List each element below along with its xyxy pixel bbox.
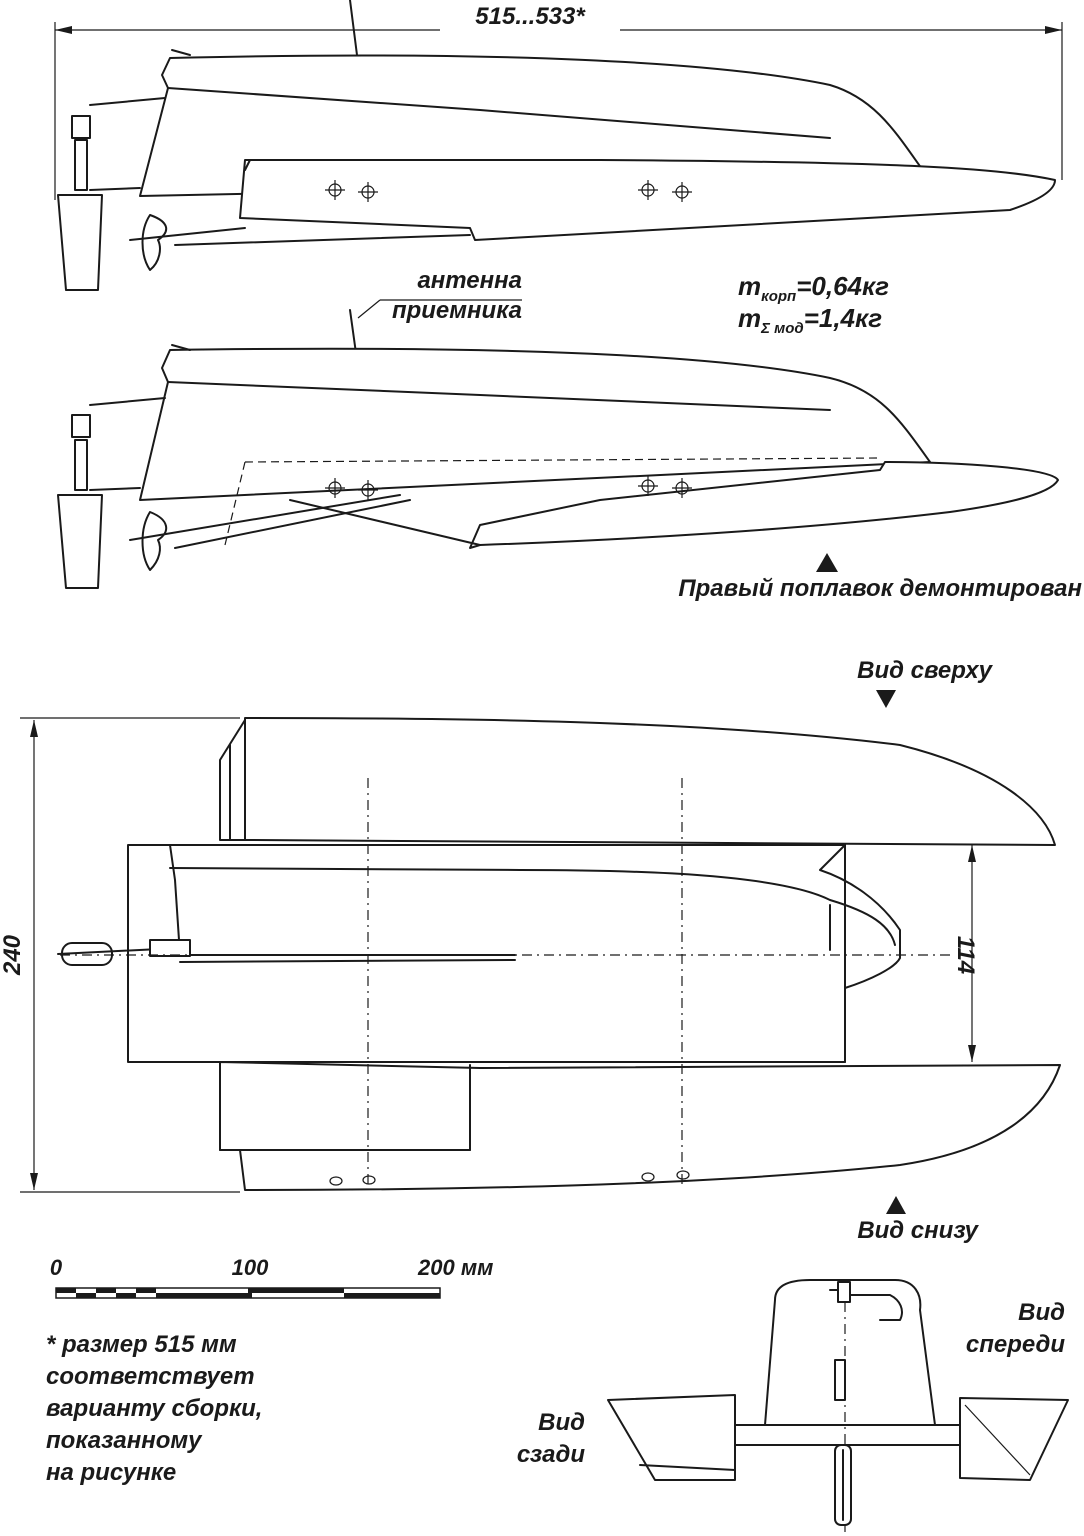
bottom-view-marker — [886, 1196, 906, 1214]
float-removed-marker — [816, 553, 838, 572]
rudder — [57, 194, 103, 291]
rear-view-label-1: Вид — [538, 1409, 585, 1436]
scale-100: 100 — [232, 1255, 269, 1280]
antenna-label-2: приемника — [392, 297, 522, 324]
bottom-view-label: Вид снизу — [857, 1217, 979, 1244]
mount-marks — [325, 180, 692, 202]
svg-text:соответствует: соответствует — [46, 1363, 255, 1390]
front-view-label-2: спереди — [966, 1331, 1065, 1358]
side-view-assembled — [57, 0, 1056, 291]
propeller — [141, 214, 168, 271]
lower-float — [219, 1061, 1061, 1191]
scale-0: 0 — [50, 1255, 63, 1280]
svg-text:варианту сборки,: варианту сборки, — [46, 1395, 262, 1422]
antenna-label-1: антенна — [417, 267, 522, 294]
scale-bar: 0 100 200 мм — [50, 1255, 493, 1299]
svg-text:* размер 515 мм: * размер 515 мм — [46, 1331, 237, 1358]
svg-text:на рисунке: на рисунке — [46, 1459, 176, 1486]
scale-200: 200 мм — [417, 1255, 493, 1280]
gap-dimension: 114 — [952, 936, 979, 974]
top-view-marker — [876, 690, 896, 708]
float-removed-label: Правый поплавок демонтирован — [678, 575, 1082, 602]
svg-text:показанному: показанному — [46, 1427, 203, 1454]
width-dimension: 240 — [0, 934, 26, 976]
overall-length-dimension: 515...533* — [54, 3, 1063, 200]
overall-length-label: 515...533* — [475, 3, 586, 30]
side-view-float-removed — [57, 309, 1059, 589]
upper-float — [244, 717, 1056, 846]
front-view-label-1: Вид — [1018, 1299, 1065, 1326]
plan-view: 240 114 — [0, 717, 1061, 1193]
rear-view-label-2: сзади — [517, 1441, 585, 1468]
central-hull — [127, 844, 901, 1063]
mass-block: mкорп=0,64кг mΣ мод=1,4кг — [738, 271, 889, 337]
footnote: * размер 515 мм соответствует варианту с… — [46, 1331, 262, 1486]
top-view-label: Вид сверху — [857, 657, 994, 684]
front-rear-view — [607, 1279, 1069, 1536]
svg-text:mкорп=0,64кг: mкорп=0,64кг — [738, 271, 889, 305]
svg-text:mΣ мод=1,4кг: mΣ мод=1,4кг — [738, 303, 882, 337]
